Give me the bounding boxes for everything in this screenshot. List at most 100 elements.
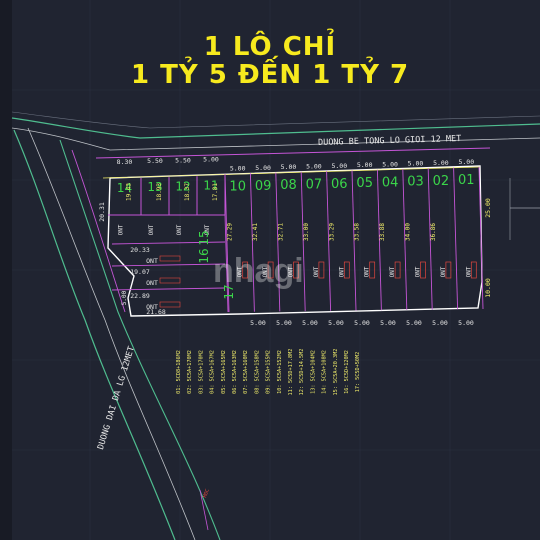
side-lot-divider (111, 287, 226, 291)
left-margin (0, 0, 12, 540)
land-use-code: ONT (204, 224, 211, 235)
land-use-code: ONT (440, 266, 447, 277)
land-use-code: ONT (262, 266, 269, 277)
side-lot-divider (224, 214, 229, 313)
side-lot-divider (111, 263, 226, 267)
headline-price-note: 1 LÔ CHỈ (203, 32, 337, 62)
area-tag (267, 261, 274, 279)
lot-lines (108, 166, 484, 313)
area-tag (242, 261, 249, 279)
edge-dim: 5.00 (121, 290, 128, 305)
frontage-dim: 5.00 (255, 164, 271, 172)
land-use-code: ONT (146, 279, 158, 287)
edge-dim: 20.31 (98, 202, 106, 222)
corner-depth: 17.81 (212, 183, 219, 201)
area-tag (318, 261, 325, 279)
area-list-item: 10: 5C5A+152M2 (277, 350, 283, 394)
frontage-dim: 5.00 (357, 161, 373, 169)
lot-depth: 33.58 (354, 223, 361, 241)
area-tag (159, 301, 181, 308)
frontage-dim: 5.00 (382, 160, 398, 168)
frontage-dim: 5.00 (433, 159, 449, 167)
lot-depth: 27.29 (227, 223, 234, 241)
land-use-code: ONT (389, 266, 396, 277)
rear-dim: 5.00 (328, 319, 344, 327)
lot-labels: 1027.29ONT5.000932.41ONT5.000832.71ONT5.… (98, 156, 492, 327)
lot-depth: 33.29 (328, 223, 335, 241)
lot-number: 04 (382, 175, 399, 190)
area-list-item: 02: 5C5A+170M2 (187, 350, 193, 394)
area-list-item: 07: 5C5A+160M2 (243, 350, 249, 394)
corner-width-dim: 5.50 (147, 157, 163, 165)
frontage-dim: 5.00 (281, 163, 297, 171)
rear-dim: 5.00 (250, 319, 266, 327)
land-use-code: ONT (415, 266, 422, 277)
lot-divider (427, 168, 433, 310)
edge-dim: 10.00 (484, 278, 492, 298)
area-tag (159, 277, 181, 284)
lot-number: 09 (255, 179, 272, 194)
lot-number: 17 (222, 284, 236, 299)
frontage-dim: 5.00 (306, 163, 322, 171)
lot-depth: 32.41 (252, 223, 259, 241)
side-lot-divider (111, 241, 226, 245)
corner-width-dim: 5.00 (203, 156, 219, 164)
left-road (13, 127, 221, 540)
svg-text:MOC: MOC (202, 488, 211, 499)
lot-divider (275, 172, 281, 312)
land-use-code: ONT (237, 266, 244, 277)
area-list-item: 09: 5C5A+155M2 (266, 350, 272, 394)
lot-number: 08 (280, 178, 297, 193)
lot-divider (478, 166, 484, 310)
area-list-item: 01: 5CD8+186M2 (176, 350, 182, 394)
land-use-code: ONT (364, 266, 371, 277)
rear-dim: 5.00 (302, 319, 318, 327)
area-list-item: 14: 5C5A+108M2 (322, 350, 328, 394)
rear-dim: 5.00 (276, 319, 292, 327)
lot-number: 12 (175, 179, 190, 193)
corner-depth: 19.43 (126, 183, 133, 201)
area-tag (343, 261, 350, 279)
lot-divider (351, 170, 357, 311)
area-tag (293, 261, 299, 279)
edge-dim: 25.00 (484, 198, 492, 218)
side-lot-width: 20.33 (130, 246, 150, 254)
headline-price-range: 1 TỶ 5 ĐẾN 1 TỶ 7 (130, 60, 410, 90)
land-use-code: ONT (146, 303, 158, 311)
lot-depth: 32.71 (278, 223, 285, 241)
lot-divider (249, 173, 255, 312)
lot-number: 11 (203, 179, 218, 193)
area-list-item: 03: 5C5A+170M2 (198, 350, 204, 394)
area-tag (394, 261, 401, 279)
corner-depth: 18.37 (184, 183, 191, 201)
area-tag (159, 255, 181, 262)
frontage-dim: 5.00 (458, 158, 474, 166)
lot-divider (326, 171, 332, 311)
area-tag (420, 261, 426, 279)
lot-number: 07 (306, 178, 323, 193)
lot-depth: 36.86 (430, 223, 437, 241)
land-use-code: ONT (338, 266, 345, 277)
area-tag (445, 261, 452, 279)
top-road (11, 111, 540, 159)
rear-dim: 5.00 (380, 319, 396, 327)
rear-dim: 5.00 (354, 319, 370, 327)
lot-number: 10 (229, 180, 246, 195)
lot-number: 13 (147, 180, 162, 194)
rear-dim: 5.00 (432, 319, 448, 327)
land-use-code: ONT (465, 266, 472, 277)
area-list-item: 08: 5C5A+158M2 (254, 350, 260, 394)
watermark-logo: nhagi (213, 252, 304, 290)
frontage-dim: 5.00 (230, 165, 246, 173)
lot-number: 01 (458, 173, 475, 188)
area-tag (470, 261, 477, 279)
frontage-line (102, 166, 481, 179)
lot-divider (376, 169, 382, 311)
land-use-code: ONT (148, 224, 155, 235)
corner-width-dim: 8.30 (117, 158, 133, 166)
side-lot-lines (111, 214, 229, 313)
area-list-item: 04: 5C5A+167M2 (210, 350, 216, 394)
lot-divider (402, 169, 408, 310)
